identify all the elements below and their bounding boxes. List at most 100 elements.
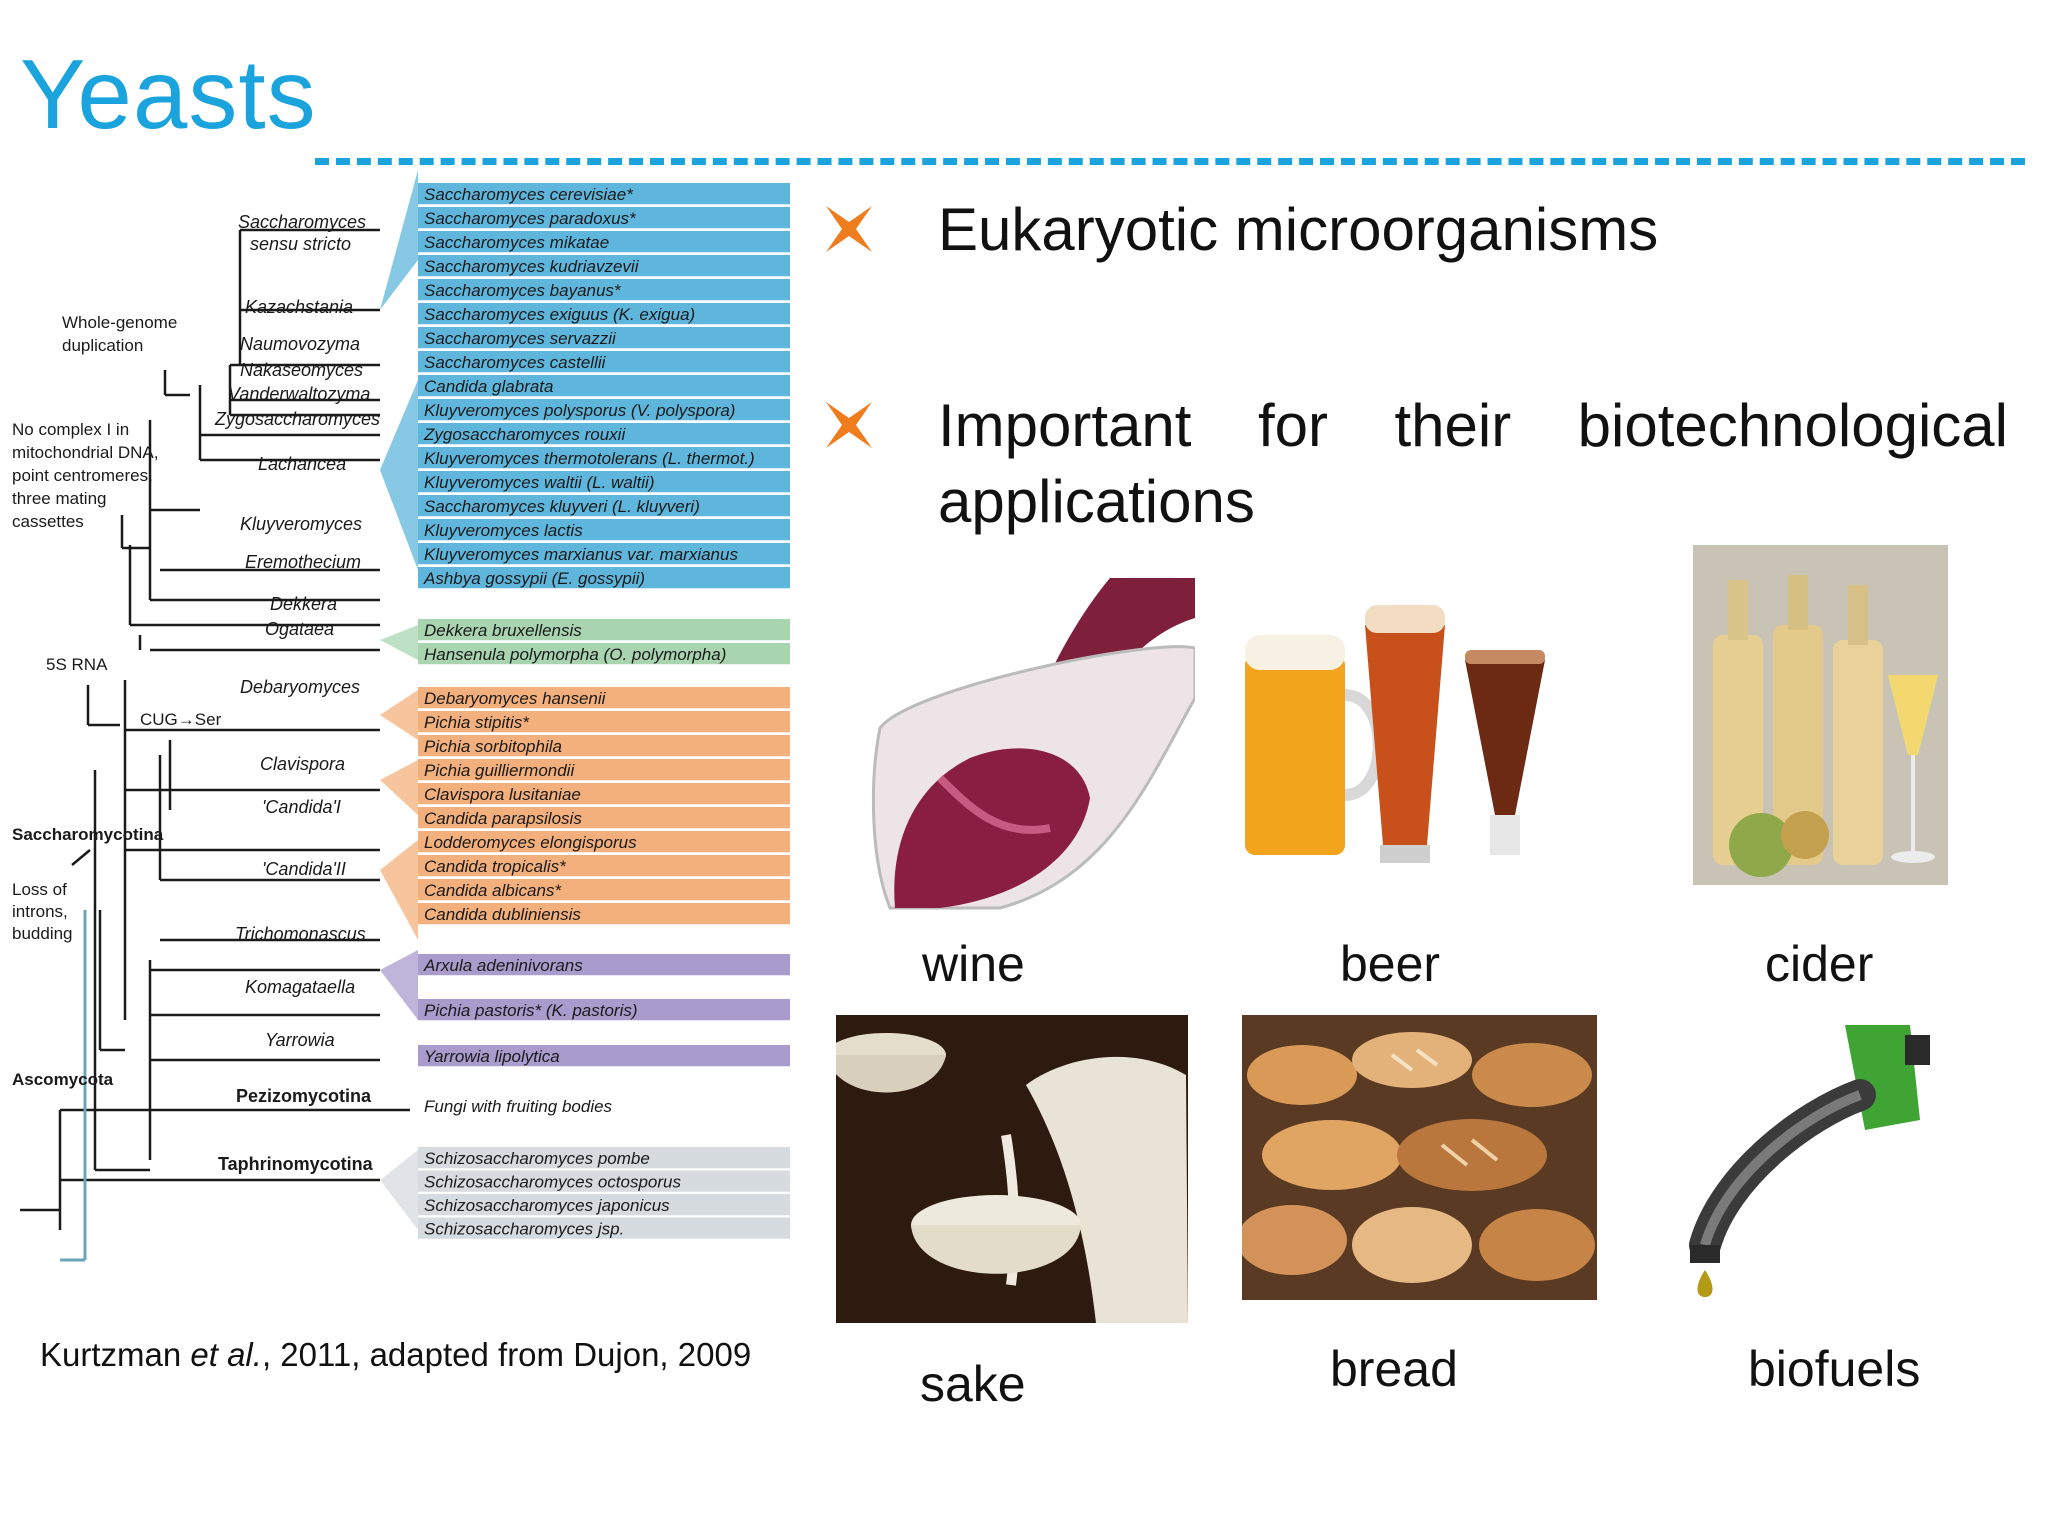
- species-label: Kluyveromyces marxianus var. marxianus: [424, 545, 738, 564]
- clade-label: Dekkera: [270, 594, 337, 614]
- species-band: [418, 207, 790, 229]
- clade-label: 'Candida'I: [262, 797, 341, 817]
- clade-label: Debaryomyces: [240, 677, 360, 697]
- clade-label: Komagataella: [245, 977, 355, 997]
- species-band: [418, 495, 790, 517]
- wine-glass-icon: [850, 578, 1195, 923]
- species-label: Pichia stipitis*: [424, 713, 530, 732]
- species-band: [418, 619, 790, 641]
- species-label: Saccharomyces castellii: [424, 353, 607, 372]
- species-band: [418, 255, 790, 277]
- species-label: Saccharomyces kudriavzevii: [424, 257, 640, 276]
- species-label: Schizosaccharomyces octosporus: [424, 1173, 682, 1192]
- species-label: Pichia pastoris* (K. pastoris): [424, 1001, 638, 1020]
- clade-wedge: [380, 170, 418, 310]
- clade-label: Saccharomyces: [238, 212, 366, 232]
- species-band: [418, 759, 790, 781]
- species-label: Arxula adeninivorans: [423, 956, 583, 975]
- species-label: Saccharomyces mikatae: [424, 233, 609, 252]
- annotation-text: Whole-genome: [62, 313, 177, 332]
- clade-wedge: [380, 1150, 418, 1230]
- species-band: [418, 399, 790, 421]
- species-label: Saccharomyces exiguus (K. exigua): [424, 305, 695, 324]
- species-band: [418, 954, 790, 976]
- species-band: [418, 855, 790, 877]
- species-band: [418, 567, 790, 589]
- cider-bottles-icon: [1693, 545, 1948, 885]
- beer-photo: [1215, 575, 1605, 875]
- species-label: Saccharomyces cerevisiae*: [424, 185, 634, 204]
- species-label: Yarrowia lipolytica: [424, 1047, 560, 1066]
- clade-label: Kazachstania: [245, 297, 353, 317]
- clade-label: Naumovozyma: [240, 334, 360, 354]
- species-label: Candida tropicalis*: [424, 857, 567, 876]
- caption-sake: sake: [920, 1356, 1026, 1412]
- bread-loaves-icon: [1242, 1015, 1597, 1300]
- annotation-text: mitochondrial DNA,: [12, 443, 158, 462]
- species-label: Candida dubliniensis: [424, 905, 581, 924]
- clade-label: Vanderwaltozyma: [228, 384, 370, 404]
- species-band: [418, 1194, 790, 1216]
- clade-wedge: [380, 950, 418, 1020]
- annotation-text: 5S RNA: [46, 655, 108, 674]
- species-band: [418, 327, 790, 349]
- species-label: Ashbya gossypii (E. gossypii): [423, 569, 645, 588]
- clade-label: Taphrinomycotina: [218, 1154, 374, 1174]
- species-label: Pichia sorbitophila: [424, 737, 562, 756]
- citation-etal: et al.: [190, 1336, 262, 1373]
- annotation-text: budding: [12, 924, 73, 943]
- species-label: Schizosaccharomyces jsp.: [424, 1220, 624, 1239]
- clade-wedge: [380, 690, 418, 740]
- clade-wedge: [380, 840, 418, 940]
- species-label: Saccharomyces bayanus*: [424, 281, 622, 300]
- species-band: [418, 1045, 790, 1067]
- annotation-text: three mating: [12, 489, 107, 508]
- species-band: [418, 231, 790, 253]
- sake-set-icon: [836, 1015, 1188, 1323]
- fuel-nozzle-icon: [1665, 1005, 1930, 1310]
- species-label: Kluyveromyces lactis: [424, 521, 583, 540]
- species-label: Candida glabrata: [424, 377, 553, 396]
- annotation-text: Ascomycota: [12, 1070, 114, 1089]
- clade-wedge: [380, 625, 418, 660]
- species-band: [418, 711, 790, 733]
- citation-author: Kurtzman: [40, 1336, 191, 1373]
- cider-photo: [1693, 545, 1948, 885]
- species-band: [418, 519, 790, 541]
- phylogenetic-tree: Saccharomyces cerevisiae* Saccharomyces p…: [12, 170, 790, 1262]
- annotation-text: duplication: [62, 336, 143, 355]
- annotation-text: No complex I in: [12, 420, 129, 439]
- species-band: [418, 831, 790, 853]
- title-divider: [315, 158, 2025, 165]
- clade-label: Pezizomycotina: [236, 1086, 372, 1106]
- event-arrow: [71, 849, 91, 866]
- species-label: Saccharomyces paradoxus*: [424, 209, 637, 228]
- bullet-star-icon: [826, 206, 872, 252]
- bullet-text: Eukaryotic microorganisms: [938, 196, 1659, 263]
- species-label: Candida albicans*: [424, 881, 562, 900]
- clade-label: Kluyveromyces: [240, 514, 362, 534]
- bread-photo: [1242, 1015, 1597, 1300]
- clade-label: Eremothecium: [245, 552, 361, 572]
- species-band: [418, 351, 790, 373]
- biofuels-photo: [1665, 1005, 1930, 1310]
- species-label: Schizosaccharomyces japonicus: [424, 1196, 670, 1215]
- citation: Kurtzman et al., 2011, adapted from Dujo…: [40, 1336, 751, 1374]
- species-band: [418, 1217, 790, 1240]
- species-label: Schizosaccharomyces pombe: [424, 1149, 650, 1168]
- annotation-text: CUG→Ser: [140, 710, 222, 729]
- bullet-text: Important for their biotechnological app…: [938, 392, 2008, 535]
- species-label: Dekkera bruxellensis: [424, 621, 582, 640]
- species-band: [418, 471, 790, 493]
- wine-photo: [850, 578, 1195, 923]
- species-band: [418, 783, 790, 805]
- species-label: Kluyveromyces thermotolerans (L. thermot…: [424, 449, 755, 468]
- species-label: Kluyveromyces polysporus (V. polyspora): [424, 401, 735, 420]
- clade-label: Zygosaccharomyces: [214, 409, 380, 429]
- species-label: Hansenula polymorpha (O. polymorpha): [424, 645, 726, 664]
- species-label: Lodderomyces elongisporus: [424, 833, 637, 852]
- caption-bread: bread: [1330, 1341, 1458, 1397]
- species-band: [418, 687, 790, 709]
- species-band: [418, 423, 790, 445]
- annotation-text: Loss of: [12, 880, 67, 899]
